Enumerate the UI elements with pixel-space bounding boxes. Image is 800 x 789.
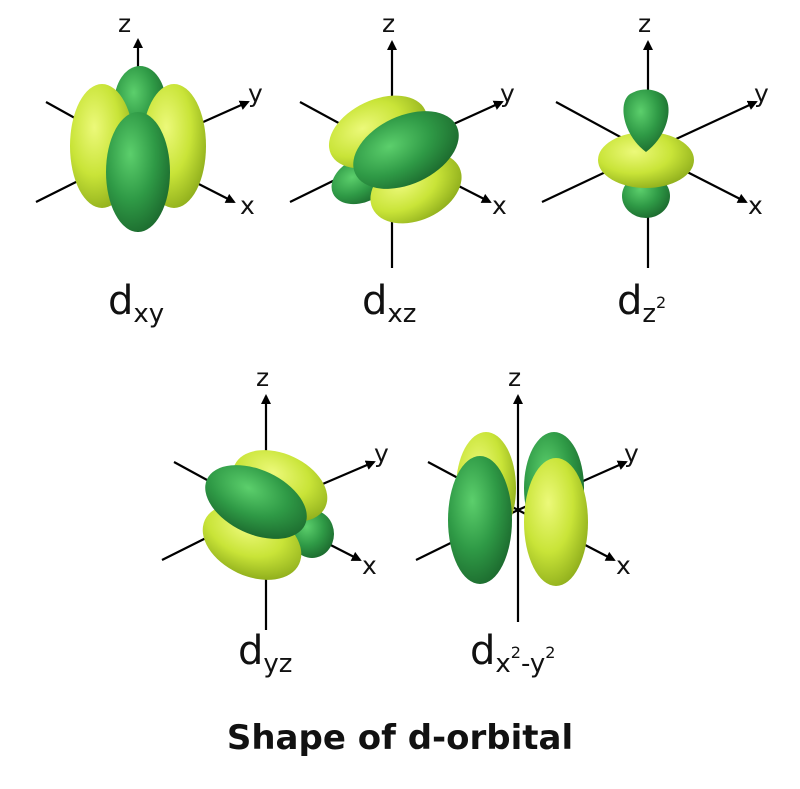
y-axis-label: y — [624, 439, 639, 468]
lobe-front — [205, 465, 307, 539]
x-axis-label: x — [616, 551, 631, 580]
x-axis-label: x — [492, 191, 507, 220]
y-axis-label: y — [374, 439, 389, 468]
orbital-dxz: z y x dxz — [289, 9, 515, 329]
torus — [598, 132, 694, 188]
orbital-label: dyz — [238, 628, 292, 679]
orbital-dxy: z y x dxy — [35, 9, 263, 329]
lobe-front — [353, 111, 459, 189]
orbital-label: dxy — [108, 278, 164, 329]
orbital-dyz: z y x dyz — [161, 363, 389, 679]
z-axis-label: z — [508, 363, 521, 392]
y-axis-label: y — [500, 79, 515, 108]
lobe-front-left — [448, 456, 512, 584]
x-axis-label: x — [240, 191, 255, 220]
z-axis-label: z — [256, 363, 269, 392]
diagram-title: Shape of d-orbital — [226, 718, 574, 758]
orbital-label: dx2-y2 — [470, 628, 555, 679]
z-axis-label: z — [118, 9, 131, 38]
orbital-dz2: z y x dz2 — [541, 9, 769, 329]
x-axis-label: x — [748, 191, 763, 220]
y-axis-label: y — [248, 79, 263, 108]
orbital-label: dxz — [362, 278, 416, 329]
orbital-label: dz2 — [617, 278, 666, 329]
z-axis-label: z — [638, 9, 651, 38]
z-axis-label: z — [382, 9, 395, 38]
lobe-front-right — [524, 458, 588, 586]
orbital-dx2-y2: z y x dx2-y2 — [415, 363, 639, 679]
y-axis-label: y — [754, 79, 769, 108]
x-axis-label: x — [362, 551, 377, 580]
lobe-top — [623, 89, 669, 152]
lobe-front — [106, 112, 170, 232]
